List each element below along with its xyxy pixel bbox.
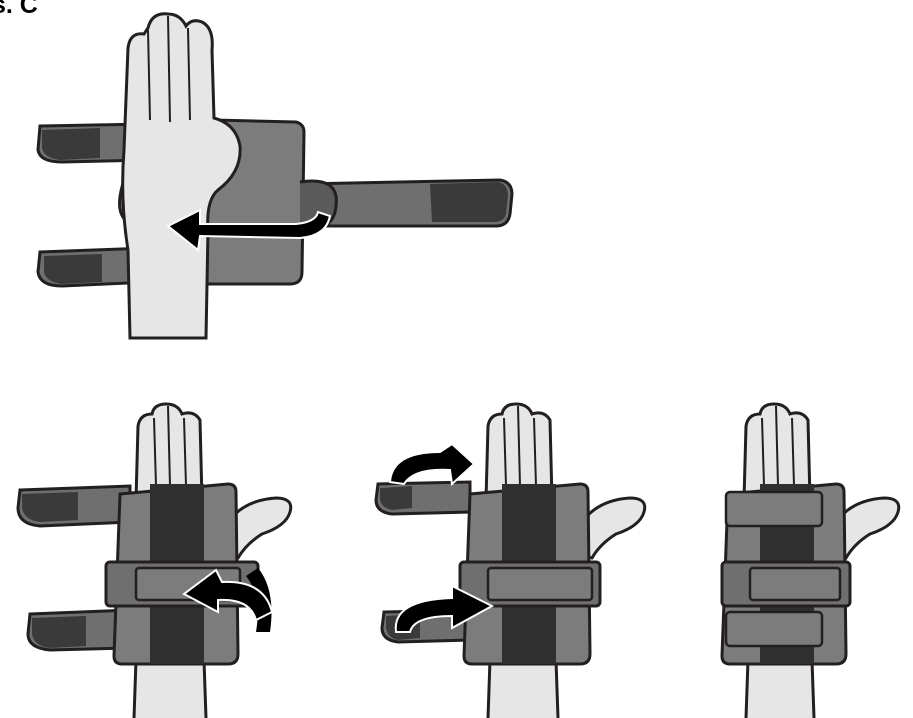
step-1-illustration: [38, 14, 512, 338]
middle-strap-tab: [488, 568, 592, 600]
brace-open: [38, 118, 512, 286]
upper-strap: [726, 492, 822, 526]
thumb: [582, 498, 645, 558]
forearm: [488, 660, 558, 718]
upper-left-strap-tab: [42, 128, 100, 160]
lower-left-strap-tab: [32, 616, 86, 648]
upper-left-strap-tab: [22, 492, 78, 522]
fold-arrow-upper: [390, 444, 474, 484]
forearm: [746, 660, 814, 718]
step-3-illustration: [376, 404, 645, 718]
lower-left-strap-tab: [44, 254, 102, 284]
step-4-illustration: [722, 404, 899, 718]
middle-strap-tab: [750, 568, 840, 600]
hand: [123, 14, 240, 338]
forearm: [134, 660, 206, 718]
right-strap-tab: [430, 182, 508, 222]
step-2-illustration: [18, 404, 291, 718]
lower-strap: [726, 612, 822, 646]
